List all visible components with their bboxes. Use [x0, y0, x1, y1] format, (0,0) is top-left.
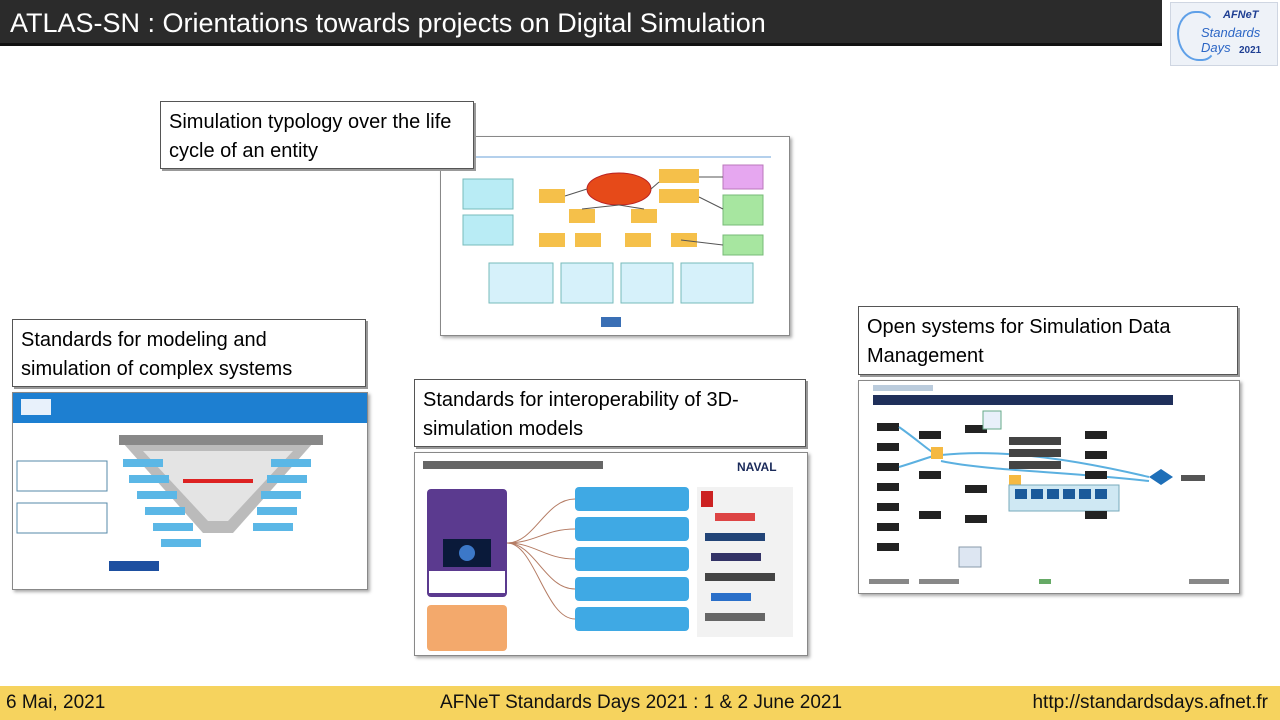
- modeling-diagram-thumbnail: [12, 392, 368, 590]
- sdm-diagram-thumbnail: [858, 380, 1240, 594]
- footer-event: AFNeT Standards Days 2021 : 1 & 2 June 2…: [440, 692, 843, 713]
- sdm-diagram-graphic: [869, 385, 1229, 584]
- interop-diagram-thumbnail: NAVAL: [414, 452, 808, 656]
- sdm-label: Open systems for Simulation Data Managem…: [858, 306, 1238, 375]
- typology-label: Simulation typology over the life cycle …: [160, 101, 474, 169]
- interop-diagram-graphic: NAVAL: [423, 459, 797, 651]
- logo-brand: AFNeT: [1223, 9, 1259, 21]
- typology-diagram-graphic: [461, 156, 771, 327]
- slide-footer: 6 Mai, 2021 AFNeT Standards Days 2021 : …: [0, 686, 1280, 720]
- svg-text:NAVAL: NAVAL: [737, 460, 777, 474]
- modeling-diagram-graphic: [13, 393, 367, 571]
- logo-year: 2021: [1239, 45, 1262, 56]
- typology-diagram-thumbnail: [440, 136, 790, 336]
- interop-label: Standards for interoperability of 3D-sim…: [414, 379, 806, 447]
- footer-url-link[interactable]: http://standardsdays.afnet.fr: [1032, 692, 1268, 713]
- logo-name: Standards Days: [1201, 25, 1261, 55]
- slide-title: ATLAS-SN : Orientations towards projects…: [0, 0, 1162, 46]
- logo-swirl-icon: [1177, 11, 1217, 61]
- footer-date: 6 Mai, 2021: [6, 692, 106, 713]
- standards-days-logo: AFNeT Standards Days 2021: [1170, 2, 1278, 66]
- modeling-label: Standards for modeling and simulation of…: [12, 319, 366, 387]
